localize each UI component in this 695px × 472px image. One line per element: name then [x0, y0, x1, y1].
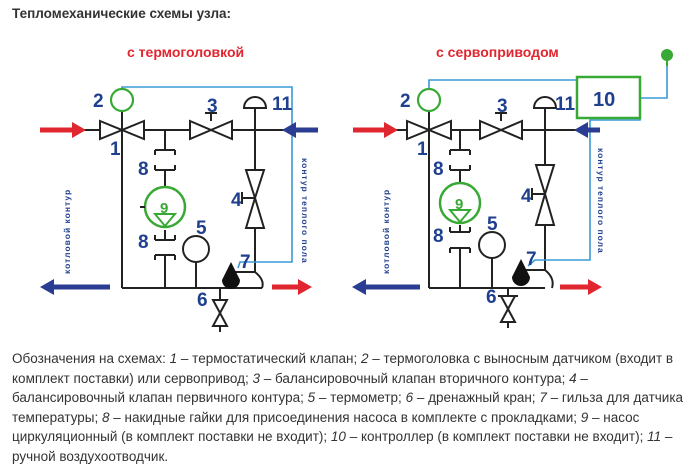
num-8b-left: 8	[138, 232, 149, 253]
num-11-right: 11	[555, 94, 576, 115]
label-floor-circuit-right: контур теплого пола	[596, 148, 606, 254]
num-9-left: 9	[160, 200, 168, 217]
air-vent-11-right	[532, 96, 558, 109]
legend-segment: Обозначения на схемах:	[12, 351, 170, 366]
legend-number: 1	[169, 351, 178, 366]
antenna-right	[661, 49, 673, 61]
legend-number: 11	[647, 429, 662, 444]
valve-4-right	[531, 164, 556, 226]
num-2-right: 2	[400, 91, 411, 112]
legend-segment: – накидные гайки для присоединения насос…	[109, 409, 581, 425]
legend-segment: – насос циркуляционный (в комплект поста…	[12, 409, 640, 445]
legend-segment: – балансировочный клапан вторичного конт…	[260, 370, 570, 386]
legend-segment: – термостатический клапан;	[177, 351, 361, 366]
page-title: Тепломеханические схемы узла:	[12, 6, 232, 21]
num-2-left: 2	[93, 91, 104, 112]
thermo-head-2-left	[109, 87, 135, 113]
legend-number: 6	[405, 390, 414, 405]
legend-segment: – термометр;	[315, 390, 406, 405]
nuts-left	[154, 149, 176, 260]
thermometer-5-left	[182, 235, 210, 263]
legend-segment: – гильза для датчика температуры;	[12, 390, 684, 425]
num-8a-left: 8	[138, 159, 149, 180]
num-1-left: 1	[110, 139, 121, 160]
numbers-right: 2 1 3 11 10 8 8 9 4 5 7 6	[400, 89, 615, 308]
sleeve-7-left	[222, 262, 240, 289]
num-3-left: 3	[207, 96, 218, 117]
numbers-left: 2 1 3 11 8 8 9 4 5 7 6	[93, 91, 293, 311]
num-1-right: 1	[417, 139, 428, 160]
legend-number: 2	[360, 351, 369, 366]
caption-right: с сервоприводом	[436, 44, 559, 60]
num-6-right: 6	[486, 287, 497, 308]
legend-number: 5	[307, 390, 316, 405]
legend-number: 9	[580, 409, 589, 425]
thermometer-5-right	[478, 231, 506, 259]
legend-number: 7	[539, 390, 547, 405]
valve-1-right	[406, 110, 452, 141]
cable-right	[428, 79, 577, 88]
pump-9-left	[140, 185, 187, 229]
caption-left: с термоголовкой	[127, 44, 244, 60]
num-7-left: 7	[240, 252, 251, 273]
legend-text: Обозначения на схемах: 1 – термостатичес…	[12, 349, 688, 466]
pipes-left	[78, 108, 285, 300]
num-6-left: 6	[197, 290, 208, 311]
diagram-right: с сервоприводом	[352, 44, 673, 328]
legend-segment: – контроллер (в комплект поставки не вхо…	[345, 429, 648, 444]
num-7-right: 7	[526, 249, 537, 270]
drain-6-right	[499, 295, 517, 328]
legend-number: 3	[252, 370, 260, 386]
nuts-right	[449, 149, 471, 253]
num-3-right: 3	[497, 96, 508, 117]
label-floor-circuit-left: контур теплого пола	[300, 158, 310, 264]
num-5-right: 5	[487, 214, 498, 235]
num-8a-right: 8	[433, 159, 444, 180]
num-4-right: 4	[521, 186, 532, 207]
num-10-right: 10	[593, 89, 615, 111]
num-4-left: 4	[231, 190, 242, 211]
legend-segment: – балансировочный клапан первичного конт…	[12, 370, 588, 406]
legend-number: 8	[102, 409, 110, 425]
pump-9-right	[438, 181, 482, 225]
valve-1-left	[99, 110, 145, 141]
antenna-cable-right	[640, 60, 668, 99]
legend-number: 4	[569, 370, 577, 386]
legend-segment: – ручной воздухоотводчик.	[12, 429, 673, 464]
sleeve-7-right	[512, 259, 530, 286]
legend-segment: – термоголовка с выносным датчиком (вход…	[12, 351, 674, 386]
legend-segment: – дренажный кран;	[413, 390, 540, 405]
label-boiler-circuit-left: котловой контур	[62, 189, 72, 274]
num-8b-right: 8	[433, 226, 444, 247]
pipes-right	[395, 108, 580, 297]
label-boiler-circuit-right: котловой контур	[381, 189, 391, 274]
controller-10-right	[575, 75, 642, 120]
arrows-left	[40, 122, 318, 295]
servo-2-right	[416, 87, 442, 113]
num-11-left: 11	[272, 94, 293, 115]
drain-6-left	[211, 299, 229, 332]
num-5-left: 5	[196, 218, 207, 239]
air-vent-11-left	[242, 96, 268, 109]
legend-number: 10	[330, 429, 346, 444]
num-9-right: 9	[455, 196, 463, 213]
valve-3-left	[189, 112, 233, 141]
thermomechanical-diagrams: с термоголовкой	[40, 44, 673, 332]
valve-3-right	[479, 112, 523, 141]
arrows-right	[352, 122, 602, 295]
diagram-left: с термоголовкой	[40, 44, 318, 332]
valve-4-left	[241, 169, 266, 229]
